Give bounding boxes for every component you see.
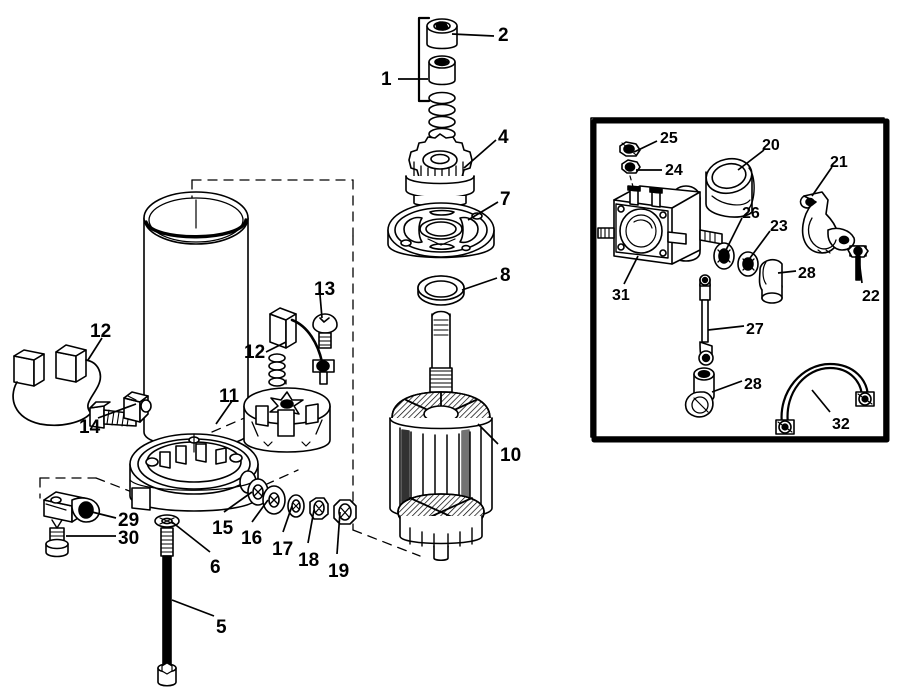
callout-number-14: 14: [79, 417, 101, 438]
part-7-drive-end-plate: [387, 202, 495, 259]
part-19-hex-nut-b: [333, 499, 357, 525]
callout-number-23: 23: [770, 218, 788, 235]
leader-line-18: [307, 509, 315, 544]
leader-line-11: [215, 400, 233, 425]
part-1-spring-spacer-stack: [417, 16, 458, 153]
part-12-brush-set: [12, 344, 137, 429]
callout-number-4: 4: [498, 127, 509, 148]
callout-number-22: 22: [862, 288, 880, 305]
callout-number-12b: 12: [244, 342, 266, 363]
part-26-lock-washer: [713, 242, 735, 270]
leader-line-12: [87, 337, 103, 361]
part-32-battery-cable-lead: [775, 362, 875, 435]
leader-line-17: [282, 505, 293, 533]
callout-number-1: 1: [381, 69, 392, 90]
part-25-terminal-nut-large: [619, 141, 641, 157]
part-10-armature: [389, 310, 493, 562]
callout-number-28: 28: [798, 265, 816, 282]
part-24-terminal-nut-small: [621, 159, 641, 174]
callout-number-11: 11: [219, 386, 240, 407]
leader-line-19: [336, 511, 341, 555]
callout-number-6: 6: [210, 557, 221, 578]
solenoid-inset-panel-border: [590, 117, 890, 443]
leader-line-7: [467, 201, 499, 221]
leader-line-14: [97, 403, 137, 419]
part-8-thrust-washer: [417, 275, 465, 306]
part-17-small-washer: [287, 494, 305, 518]
part-29-cable-clamp: [43, 491, 101, 523]
leader-line-6: [171, 521, 211, 553]
callout-number-18: 18: [298, 550, 320, 571]
leader-line-13: [319, 294, 323, 319]
motor-frame-housing: [143, 191, 249, 448]
callout-number-30: 30: [118, 528, 140, 549]
leader-line-28: [777, 270, 797, 274]
part-6-bolt-washer: [154, 514, 180, 528]
leader-line-8: [461, 277, 498, 291]
part-13-brush-terminal-screw: [312, 313, 338, 385]
leader-line-22: [857, 251, 863, 284]
callout-number-17: 17: [272, 539, 294, 560]
callout-number-7: 7: [500, 189, 511, 210]
part-16-flat-washer-b: [262, 485, 286, 515]
part-28b-rubber-boot-b: [684, 367, 715, 418]
leader-line-23: [749, 230, 771, 259]
part-11-commutator-end-cap: [129, 387, 331, 512]
callout-number-5: 5: [216, 617, 227, 638]
brush-holder-plate: [243, 387, 331, 453]
leader-line-2: [451, 33, 495, 37]
callout-number-8: 8: [500, 265, 511, 286]
callout-number-20: 20: [762, 137, 780, 154]
leader-line-12b: [265, 341, 287, 353]
leader-line-27: [707, 325, 745, 331]
callout-number-26: 26: [742, 205, 760, 222]
part-31-starter-solenoid: [597, 185, 723, 265]
leader-line-31: [623, 255, 639, 285]
leader-line-28b: [711, 380, 743, 393]
leader-line-5: [171, 599, 215, 617]
leader-line-25: [633, 140, 658, 153]
part-22-strap-screw: [847, 245, 869, 281]
part-18-hex-nut-a: [309, 497, 329, 520]
part-30-clamp-screw: [45, 519, 69, 558]
callout-number-21: 21: [830, 154, 848, 171]
part-23-insulator-washer: [737, 251, 759, 277]
callout-number-29: 29: [118, 510, 140, 531]
callout-number-31: 31: [612, 287, 630, 304]
leader-line-10: [477, 423, 499, 445]
leader-line-15: [223, 491, 253, 513]
end-cap-cup: [129, 433, 259, 512]
part-2-drive-nut: [426, 18, 458, 50]
callout-number-19: 19: [328, 561, 350, 582]
part-4-pinion-drive-gear: [405, 133, 475, 207]
callout-number-2: 2: [498, 25, 509, 46]
part-5-through-bolt: [157, 527, 177, 687]
leader-line-4: [463, 139, 497, 169]
callout-number-32: 32: [832, 416, 850, 433]
parts-15-19-washers-nuts: [247, 478, 357, 525]
leader-line-29: [91, 511, 117, 519]
leader-line-26: [725, 217, 743, 251]
callout-number-13: 13: [314, 279, 336, 300]
part-28-rubber-boot-a: [758, 258, 783, 304]
callout-number-12: 12: [90, 321, 112, 342]
leader-line-16: [251, 499, 269, 523]
leader-line-20: [737, 149, 765, 171]
part-12b-brush-with-spring: [268, 307, 324, 387]
part-27-solenoid-plunger-rod: [698, 274, 714, 366]
callout-leader-lines: [66, 33, 863, 617]
leader-line-32: [811, 389, 831, 413]
part-21-mounting-strap-bracket: [799, 191, 856, 254]
callout-number-10: 10: [500, 445, 522, 466]
part-1-spacer: [428, 55, 456, 86]
callout-number-15: 15: [212, 518, 234, 539]
callout-number-25: 25: [660, 130, 678, 147]
callout-number-27: 27: [746, 321, 764, 338]
callout-number-28b: 28: [744, 376, 762, 393]
callout-number-24: 24: [665, 162, 683, 179]
leader-line-21: [811, 166, 833, 197]
callout-number-16: 16: [241, 528, 263, 549]
